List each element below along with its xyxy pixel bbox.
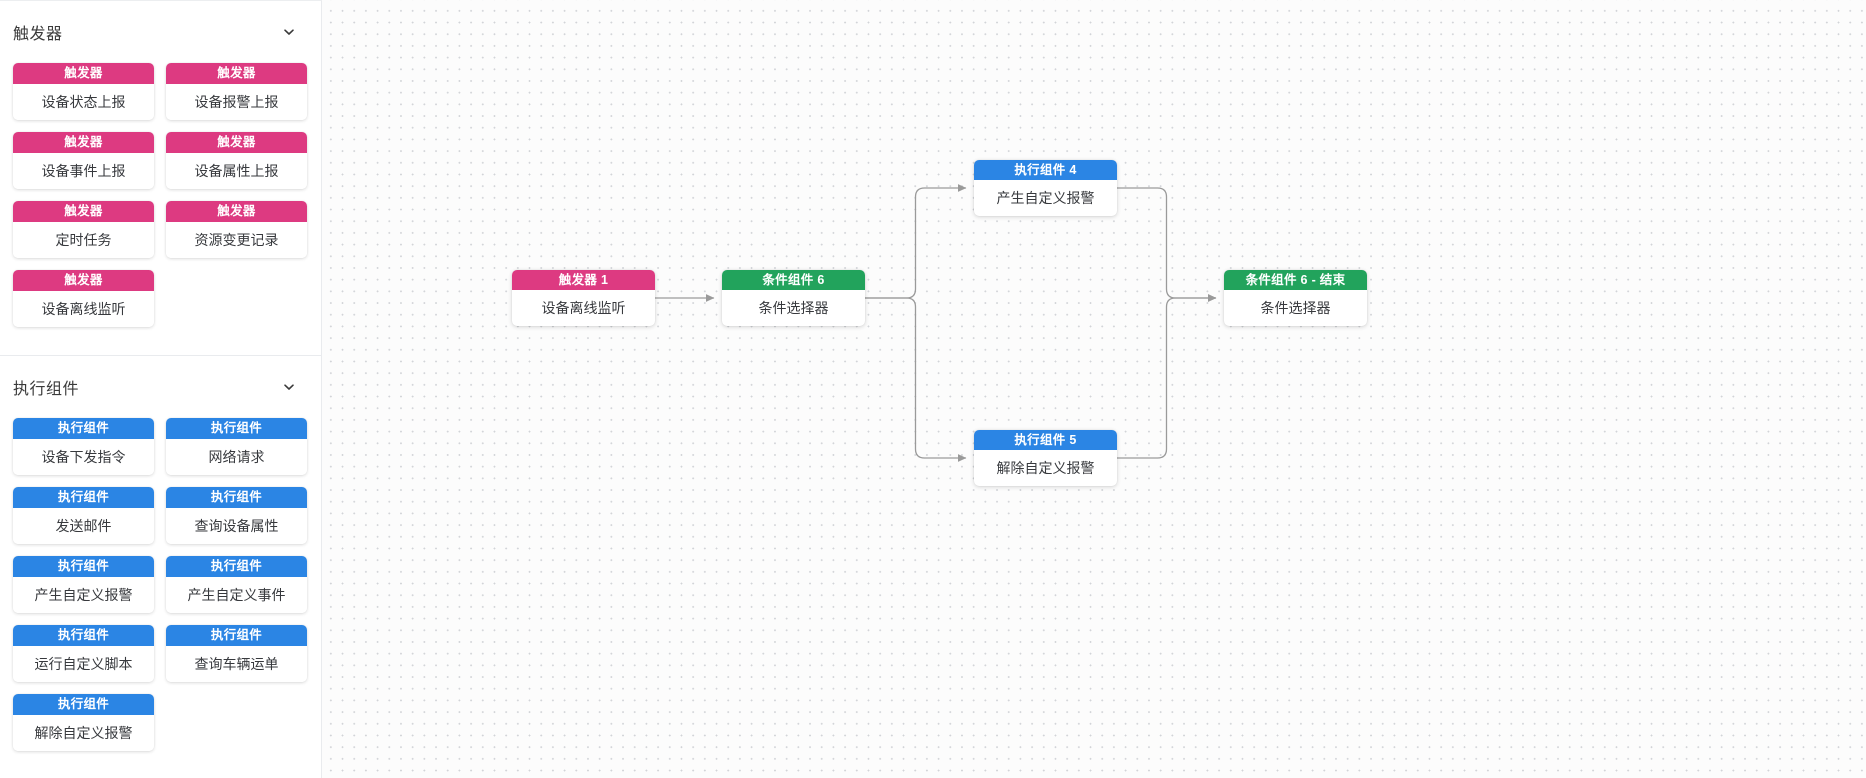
- palette-card-action[interactable]: 执行组件 发送邮件: [13, 487, 154, 544]
- flow-edge: [1117, 187, 1217, 302]
- palette-card-type: 执行组件: [13, 694, 154, 715]
- palette-card-action[interactable]: 执行组件 设备下发指令: [13, 418, 154, 475]
- flow-edge: [865, 297, 967, 462]
- flow-node-trigger-1[interactable]: 触发器 1 设备离线监听: [512, 270, 655, 326]
- palette-card-type: 触发器: [13, 201, 154, 222]
- palette-card-type: 执行组件: [166, 556, 307, 577]
- flow-edge: [865, 184, 967, 299]
- palette-card-action[interactable]: 执行组件 网络请求: [166, 418, 307, 475]
- palette-card-name: 设备离线监听: [13, 291, 154, 327]
- flow-node-header: 执行组件 4: [974, 160, 1117, 180]
- flow-node-header: 执行组件 5: [974, 430, 1117, 450]
- palette-card-name: 资源变更记录: [166, 222, 307, 258]
- palette-card-type: 执行组件: [13, 487, 154, 508]
- palette-section-triggers: 触发器 触发器 设备状态上报 触发器 设备报警上报 触发器: [0, 1, 321, 356]
- flow-node-body: 条件选择器: [758, 300, 829, 316]
- palette-card-trigger[interactable]: 触发器 设备事件上报: [13, 132, 154, 189]
- palette-section-actions-header[interactable]: 执行组件: [0, 356, 321, 418]
- palette-card-type: 执行组件: [166, 418, 307, 439]
- flow-edge: [1117, 294, 1217, 459]
- workflow-edges: [655, 184, 1217, 462]
- palette-section-divider: [0, 355, 321, 356]
- palette-card-name: 查询设备属性: [166, 508, 307, 544]
- palette-card-type: 触发器: [13, 270, 154, 291]
- palette-card-name: 设备状态上报: [13, 84, 154, 120]
- palette-card-name: 产生自定义报警: [13, 577, 154, 613]
- flow-node-body: 产生自定义报警: [996, 190, 1095, 206]
- palette-card-action[interactable]: 执行组件 查询设备属性: [166, 487, 307, 544]
- palette-card-name: 设备事件上报: [13, 153, 154, 189]
- palette-card-trigger[interactable]: 触发器 设备报警上报: [166, 63, 307, 120]
- palette-card-type: 执行组件: [13, 556, 154, 577]
- palette-card-name: 定时任务: [13, 222, 154, 258]
- palette-card-name: 发送邮件: [13, 508, 154, 544]
- palette-card-name: 产生自定义事件: [166, 577, 307, 613]
- palette-action-card-grid: 执行组件 设备下发指令 执行组件 网络请求 执行组件 发送邮件 执行组件 查询设…: [0, 418, 321, 767]
- palette-card-name: 查询车辆运单: [166, 646, 307, 682]
- palette-card-type: 执行组件: [166, 487, 307, 508]
- flow-node-header: 条件组件 6: [722, 270, 865, 290]
- palette-card-name: 运行自定义脚本: [13, 646, 154, 682]
- palette-card-type: 触发器: [13, 132, 154, 153]
- flow-node-condition-6-end[interactable]: 条件组件 6 - 结束 条件选择器: [1224, 270, 1367, 326]
- flow-node-header: 触发器 1: [512, 270, 655, 290]
- flow-node-action-4[interactable]: 执行组件 4 产生自定义报警: [974, 160, 1117, 216]
- palette-card-type: 执行组件: [13, 418, 154, 439]
- palette-card-action[interactable]: 执行组件 产生自定义事件: [166, 556, 307, 613]
- palette-card-type: 执行组件: [13, 625, 154, 646]
- palette-card-name: 设备报警上报: [166, 84, 307, 120]
- flow-node-body: 设备离线监听: [541, 300, 626, 316]
- flow-node-condition-6[interactable]: 条件组件 6 条件选择器: [722, 270, 865, 326]
- palette-card-action[interactable]: 执行组件 运行自定义脚本: [13, 625, 154, 682]
- palette-card-name: 设备下发指令: [13, 439, 154, 475]
- palette-section-actions: 执行组件 执行组件 设备下发指令 执行组件 网络请求 执行组件: [0, 356, 321, 767]
- palette-card-trigger[interactable]: 触发器 资源变更记录: [166, 201, 307, 258]
- component-palette-sidebar: 触发器 触发器 设备状态上报 触发器 设备报警上报 触发器: [0, 0, 322, 778]
- palette-card-type: 触发器: [166, 63, 307, 84]
- palette-card-action[interactable]: 执行组件 产生自定义报警: [13, 556, 154, 613]
- flow-node-action-5[interactable]: 执行组件 5 解除自定义报警: [974, 430, 1117, 486]
- palette-card-name: 网络请求: [166, 439, 307, 475]
- palette-card-type: 执行组件: [166, 625, 307, 646]
- palette-section-triggers-header[interactable]: 触发器: [0, 1, 321, 63]
- palette-card-trigger[interactable]: 触发器 定时任务: [13, 201, 154, 258]
- palette-card-name: 设备属性上报: [166, 153, 307, 189]
- palette-card-action[interactable]: 执行组件 查询车辆运单: [166, 625, 307, 682]
- palette-card-trigger[interactable]: 触发器 设备离线监听: [13, 270, 154, 327]
- flow-node-body: 条件选择器: [1260, 300, 1331, 316]
- palette-section-triggers-title: 触发器: [13, 26, 63, 43]
- palette-card-trigger[interactable]: 触发器 设备状态上报: [13, 63, 154, 120]
- palette-card-action[interactable]: 执行组件 解除自定义报警: [13, 694, 154, 751]
- chevron-down-icon[interactable]: [281, 24, 297, 40]
- palette-card-trigger[interactable]: 触发器 设备属性上报: [166, 132, 307, 189]
- palette-trigger-card-grid: 触发器 设备状态上报 触发器 设备报警上报 触发器 设备事件上报 触发器 设备属…: [0, 63, 321, 343]
- palette-card-type: 触发器: [13, 63, 154, 84]
- flow-node-header: 条件组件 6 - 结束: [1224, 270, 1367, 290]
- flow-node-body: 解除自定义报警: [996, 460, 1095, 476]
- palette-card-name: 解除自定义报警: [13, 715, 154, 751]
- palette-section-actions-title: 执行组件: [13, 381, 80, 398]
- chevron-down-icon[interactable]: [281, 379, 297, 395]
- workflow-canvas[interactable]: 触发器 1 设备离线监听 条件组件 6 条件选择器 执行组件 4 产生自定义报警…: [322, 0, 1866, 778]
- palette-card-type: 触发器: [166, 201, 307, 222]
- palette-card-type: 触发器: [166, 132, 307, 153]
